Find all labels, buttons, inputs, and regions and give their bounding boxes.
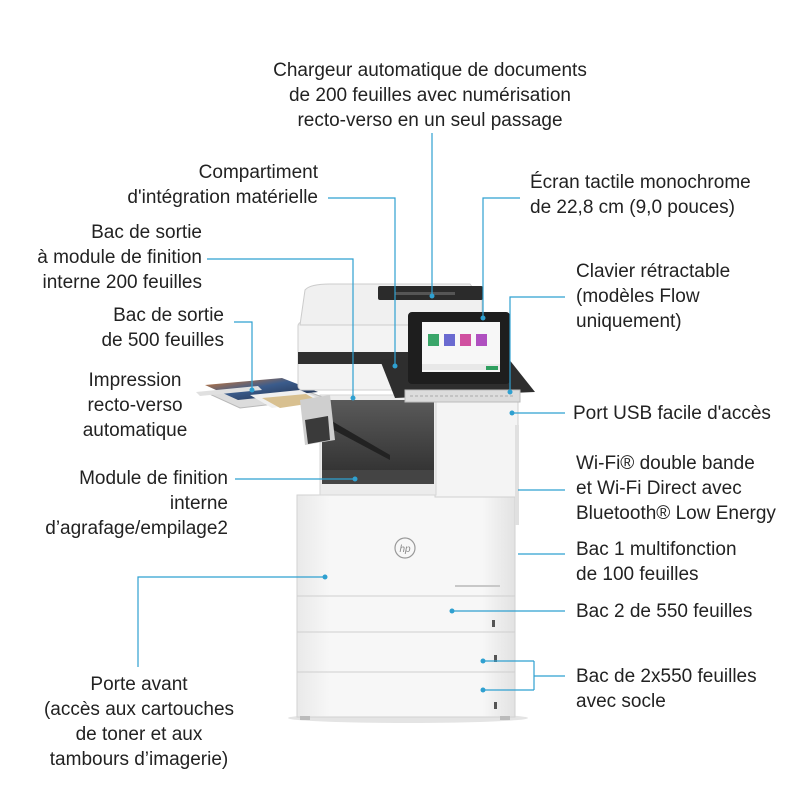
label-output-bin-500-line-2: de 500 feuilles [101, 330, 224, 351]
label-keyboard: Clavier rétractable (modèles Flow unique… [576, 259, 730, 334]
hp-logo-icon: hp [394, 537, 416, 559]
label-front-door-line-4: tambours d’imagerie) [49, 749, 229, 770]
label-duplex-line-2: recto-verso [87, 395, 183, 416]
label-finisher-output-bin-line-1: Bac de sortie [91, 222, 202, 243]
label-touchscreen-line-2: de 22,8 cm (9,0 pouces) [530, 197, 735, 218]
label-tray2: Bac 2 de 550 feuilles [576, 599, 752, 624]
finisher-output-bin [300, 395, 335, 445]
callout-lines [137, 133, 565, 691]
label-keyboard-line-3: uniquement) [576, 311, 682, 332]
label-tray2-line-1: Bac 2 de 550 feuilles [576, 601, 753, 622]
model-plate [455, 585, 500, 587]
label-tray1-line-1: Bac 1 multifonction [576, 539, 737, 560]
internal-finisher [322, 400, 434, 484]
label-adf-line-3: recto-verso en un seul passage [297, 110, 563, 131]
label-finisher-output-bin-line-3: interne 200 feuilles [42, 272, 203, 293]
label-keyboard-line-1: Clavier rétractable [576, 261, 731, 282]
label-wifi-line-1: Wi-Fi® double bande [576, 453, 755, 474]
label-usb-line-1: Port USB facile d'accès [573, 403, 771, 424]
label-finisher-output-bin: Bac de sortie à module de finition inter… [10, 220, 202, 295]
touchscreen [422, 322, 500, 372]
label-wifi: Wi-Fi® double bande et Wi-Fi Direct avec… [576, 451, 776, 526]
label-hardware-pocket-line-2: d'intégration matérielle [127, 187, 318, 208]
label-front-door: Porte avant (accès aux cartouches de ton… [28, 672, 250, 772]
label-touchscreen-line-1: Écran tactile monochrome [530, 172, 751, 193]
label-wifi-line-2: et Wi-Fi Direct avec [576, 478, 742, 499]
label-finisher-module-line-3: d’agrafage/empilage2 [45, 518, 228, 539]
duplex-sheets [196, 386, 262, 396]
label-output-bin-500-line-1: Bac de sortie [113, 305, 224, 326]
printer-base [296, 494, 516, 720]
label-hardware-pocket-line-1: Compartiment [198, 162, 318, 183]
label-output-bin-500: Bac de sortie de 500 feuilles [40, 303, 224, 353]
label-duplex: Impression recto-verso automatique [55, 368, 215, 443]
label-hardware-pocket: Compartiment d'intégration matérielle [90, 160, 318, 210]
label-finisher-module: Module de finition interne d’agrafage/em… [20, 466, 228, 541]
output-bin-500 [203, 378, 326, 409]
label-tray1: Bac 1 multifonction de 100 feuilles [576, 537, 737, 587]
label-stand-trays-line-2: avec socle [576, 691, 666, 712]
label-front-door-line-1: Porte avant [90, 674, 188, 695]
label-finisher-module-line-2: interne [169, 493, 228, 514]
label-adf-line-2: de 200 feuilles avec numérisation [288, 85, 571, 106]
label-adf: Chargeur automatique de documents de 200… [245, 58, 615, 133]
label-finisher-output-bin-line-2: à module de finition [37, 247, 202, 268]
label-stand-trays-line-1: Bac de 2x550 feuilles [576, 666, 757, 687]
label-keyboard-line-2: (modèles Flow [576, 286, 700, 307]
label-usb: Port USB facile d'accès [573, 401, 771, 426]
label-duplex-line-3: automatique [82, 420, 188, 441]
label-front-door-line-2: (accès aux cartouches [43, 699, 235, 720]
label-wifi-line-3: Bluetooth® Low Energy [576, 503, 776, 524]
control-panel [380, 312, 535, 403]
label-tray1-line-2: de 100 feuilles [576, 564, 699, 585]
label-duplex-line-1: Impression [88, 370, 182, 391]
label-stand-trays: Bac de 2x550 feuilles avec socle [576, 664, 757, 714]
callout-dots [249, 293, 515, 693]
svg-text:hp: hp [399, 544, 411, 555]
label-touchscreen: Écran tactile monochrome de 22,8 cm (9,0… [530, 170, 751, 220]
label-finisher-module-line-1: Module de finition [79, 468, 228, 489]
label-adf-line-1: Chargeur automatique de documents [273, 60, 587, 81]
label-front-door-line-3: de toner et aux [75, 724, 203, 745]
